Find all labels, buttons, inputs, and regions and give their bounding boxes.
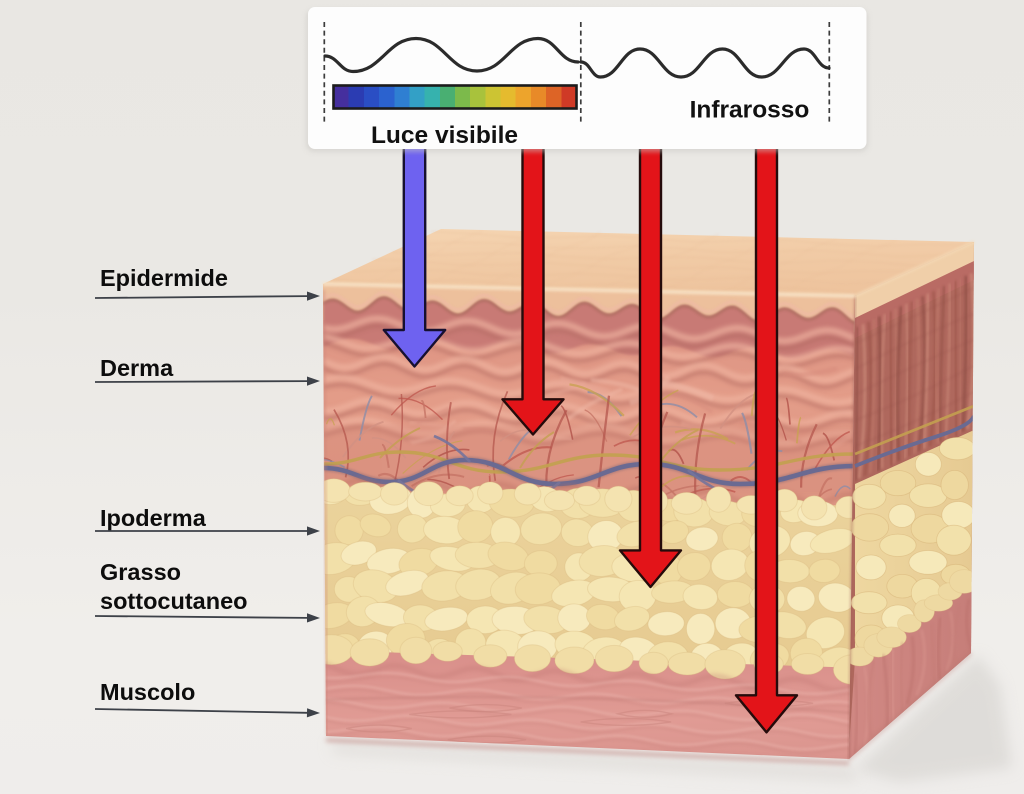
svg-text:Infrarosso: Infrarosso: [690, 97, 810, 124]
svg-text:Muscolo: Muscolo: [100, 679, 195, 705]
svg-text:Derma: Derma: [100, 355, 174, 381]
svg-text:sottocutaneo: sottocutaneo: [100, 588, 248, 614]
svg-text:Grasso: Grasso: [100, 559, 181, 585]
svg-text:Epidermide: Epidermide: [100, 265, 228, 291]
svg-text:Luce visibile: Luce visibile: [371, 122, 518, 149]
svg-text:Ipoderma: Ipoderma: [100, 505, 207, 531]
